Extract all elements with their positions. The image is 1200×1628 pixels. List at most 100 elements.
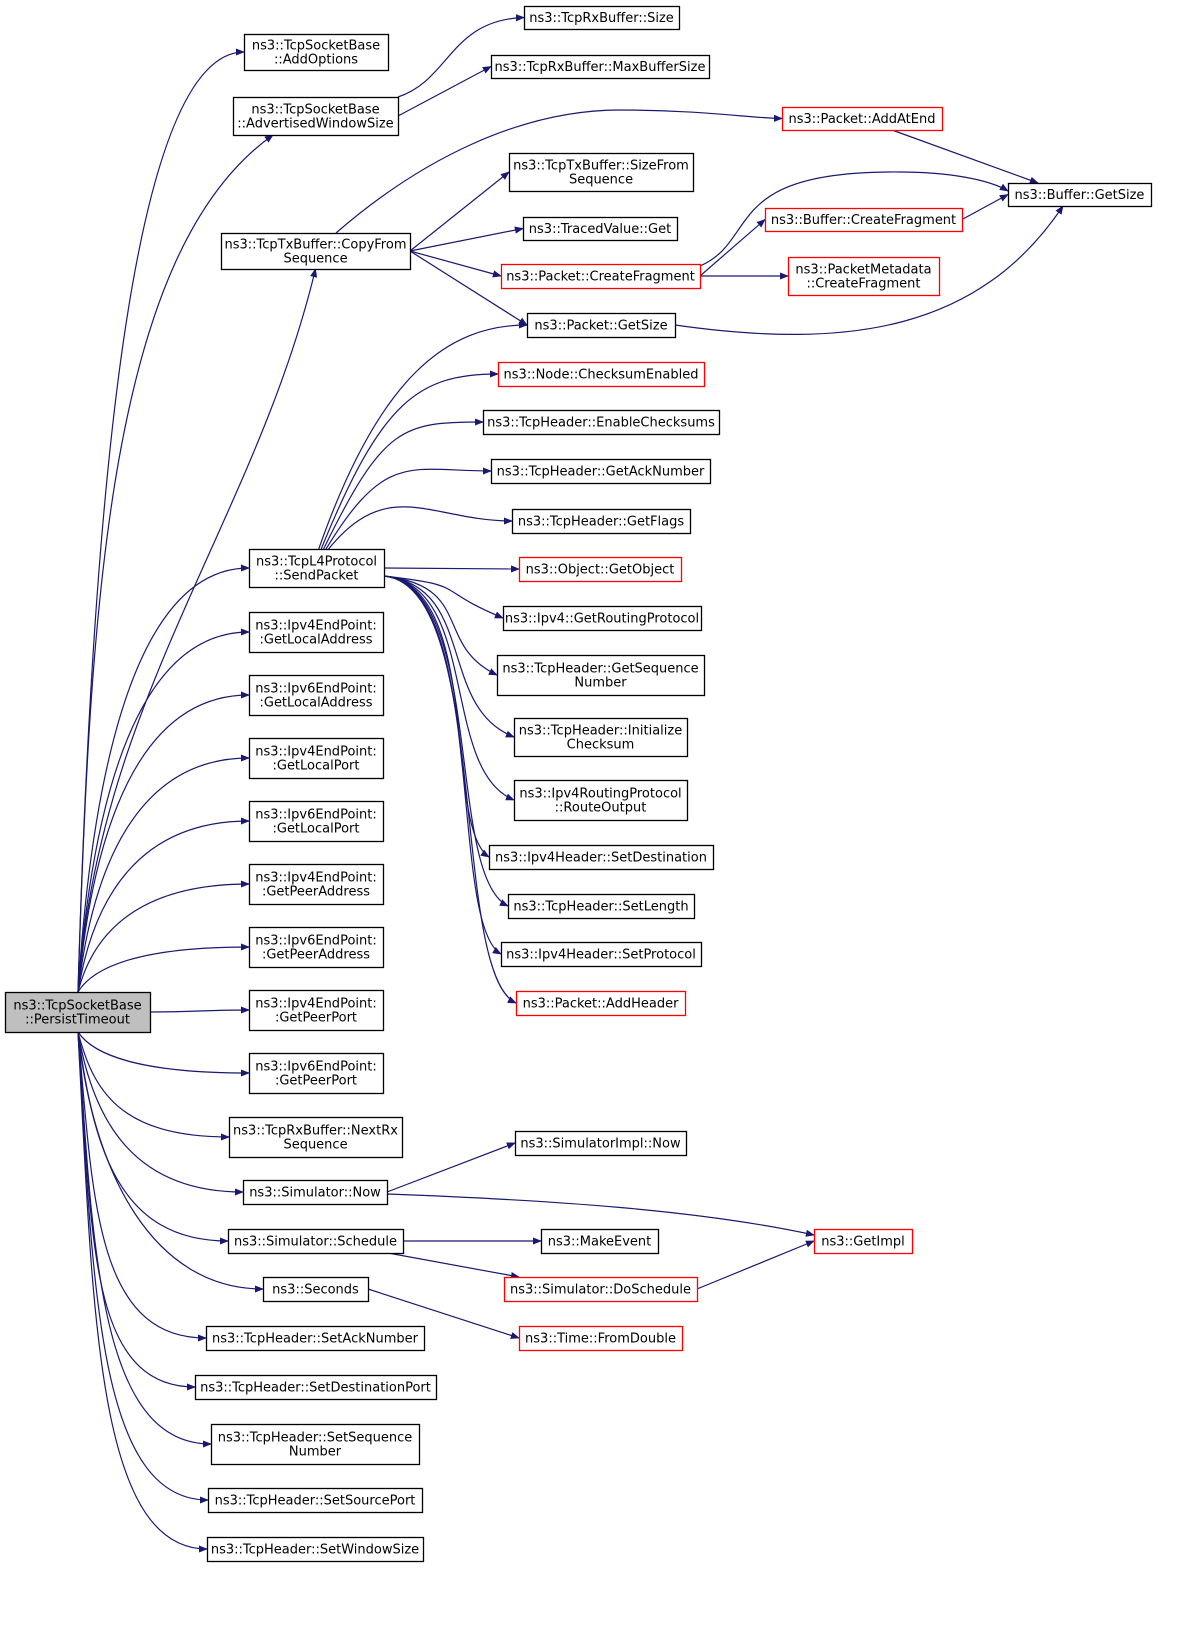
node-tcp-get-flags[interactable]: ns3::TcpHeader::GetFlags <box>511 508 692 535</box>
edge-persist_timeout-to-ipv4ep_get_local_address <box>77 628 250 993</box>
node-box <box>490 458 712 485</box>
node-box <box>490 54 711 80</box>
edge-l4_send_packet-to-ipv4_route_output <box>383 575 515 801</box>
node-ipv6ep-get-local-port[interactable]: ns3::Ipv6EndPoint::GetLocalPort <box>248 800 385 843</box>
node-label: ns3::Buffer::CreateFragment <box>771 213 956 228</box>
edge-tx_copy_from_sequence-to-packet_create_fragment <box>409 250 502 278</box>
node-label: ns3::Seconds <box>272 1283 359 1298</box>
node-ipv4ep-get-local-address[interactable]: ns3::Ipv4EndPoint::GetLocalAddress <box>248 611 385 654</box>
node-box <box>497 361 706 388</box>
node-tcp-set-source-port[interactable]: ns3::TcpHeader::SetSourcePort <box>207 1487 424 1514</box>
node-label: Number <box>289 1445 342 1460</box>
node-simulator-do-schedule[interactable]: ns3::Simulator::DoSchedule <box>503 1276 699 1303</box>
node-label: Checksum <box>567 738 635 753</box>
node-label: ns3::TcpRxBuffer::MaxBufferSize <box>495 60 706 75</box>
node-traced-value-get[interactable]: ns3::TracedValue::Get <box>522 216 679 242</box>
node-ipv4ep-get-local-port[interactable]: ns3::Ipv4EndPoint::GetLocalPort <box>248 737 385 780</box>
node-ipv6ep-get-peer-address[interactable]: ns3::Ipv6EndPoint::GetPeerAddress <box>248 926 385 969</box>
node-box <box>764 207 964 233</box>
node-ipv6ep-get-local-address[interactable]: ns3::Ipv6EndPoint::GetLocalAddress <box>248 674 385 717</box>
edge-persist_timeout-to-l4_send_packet <box>77 564 250 993</box>
node-label: ns3::Ipv4EndPoint: <box>255 745 376 760</box>
node-object-get-object[interactable]: ns3::Object::GetObject <box>518 556 683 583</box>
node-box <box>220 232 412 271</box>
node-label: ns3::Packet::GetSize <box>534 319 667 334</box>
node-label: ns3::TcpHeader::EnableChecksums <box>487 416 715 431</box>
node-label: Sequence <box>283 1138 347 1153</box>
node-ipv4ep-get-peer-address[interactable]: ns3::Ipv4EndPoint::GetPeerAddress <box>248 863 385 906</box>
node-persist-timeout[interactable]: ns3::TcpSocketBase::PersistTimeout <box>4 991 152 1034</box>
node-get-impl[interactable]: ns3::GetImpl <box>813 1228 914 1255</box>
node-label: ns3::Simulator::Now <box>249 1186 381 1201</box>
node-box <box>232 96 400 137</box>
node-label: ns3::Packet::CreateFragment <box>506 270 695 285</box>
node-packet-add-header[interactable]: ns3::Packet::AddHeader <box>515 990 687 1017</box>
node-label: ns3::PacketMetadata <box>795 263 931 278</box>
node-label: ns3::TcpSocketBase <box>13 999 141 1014</box>
node-l4-send-packet[interactable]: ns3::TcpL4Protocol::SendPacket <box>248 548 386 589</box>
node-label: ns3::Ipv4Header::SetDestination <box>495 851 707 866</box>
node-simulator-now[interactable]: ns3::Simulator::Now <box>242 1179 389 1206</box>
node-label: ::AddOptions <box>274 53 358 68</box>
node-label: ns3::TcpRxBuffer::Size <box>529 11 674 26</box>
node-tcp-set-window-size[interactable]: ns3::TcpHeader::SetWindowSize <box>206 1536 425 1563</box>
edge-persist_timeout-to-tcp_set_window_size <box>77 1031 208 1553</box>
edge-packet_add_at_end-to-buffer_get_size <box>891 129 1039 184</box>
node-tcp-set-ack-number[interactable]: ns3::TcpHeader::SetAckNumber <box>205 1325 426 1352</box>
node-add-options[interactable]: ns3::TcpSocketBase::AddOptions <box>243 33 390 72</box>
node-box <box>248 863 385 906</box>
node-packet-add-at-end[interactable]: ns3::Packet::AddAtEnd <box>781 106 944 132</box>
edge-persist_timeout-to-rx_next_rx_sequence <box>77 1031 230 1141</box>
node-box <box>205 1325 426 1352</box>
node-packet-metadata-create-fragment[interactable]: ns3::PacketMetadata::CreateFragment <box>787 256 941 297</box>
node-box <box>502 605 703 632</box>
node-ipv6ep-get-peer-port[interactable]: ns3::Ipv6EndPoint::GetPeerPort <box>248 1052 385 1095</box>
node-buffer-create-fragment[interactable]: ns3::Buffer::CreateFragment <box>764 207 964 233</box>
node-label: ns3::SimulatorImpl::Now <box>520 1137 681 1152</box>
node-tcp-get-ack-number[interactable]: ns3::TcpHeader::GetAckNumber <box>490 458 712 485</box>
node-box <box>248 548 386 589</box>
node-box <box>500 263 702 290</box>
edge-persist_timeout-to-ipv4ep_get_peer_port <box>149 1006 250 1014</box>
node-advertised-window-size[interactable]: ns3::TcpSocketBase::AdvertisedWindowSize <box>232 96 400 137</box>
node-make-event[interactable]: ns3::MakeEvent <box>540 1228 660 1255</box>
node-packet-create-fragment[interactable]: ns3::Packet::CreateFragment <box>500 263 702 290</box>
node-seconds[interactable]: ns3::Seconds <box>262 1276 370 1303</box>
edge-packet_get_size-to-buffer_get_size <box>674 205 1064 335</box>
node-tcp-enable-checksums[interactable]: ns3::TcpHeader::EnableChecksums <box>482 409 721 436</box>
node-packet-get-size[interactable]: ns3::Packet::GetSize <box>526 312 677 339</box>
node-time-from-double[interactable]: ns3::Time::FromDouble <box>518 1325 684 1352</box>
node-tcp-set-destination-port[interactable]: ns3::TcpHeader::SetDestinationPort <box>194 1374 438 1401</box>
node-simulator-schedule[interactable]: ns3::Simulator::Schedule <box>227 1228 405 1255</box>
edge-l4_send_packet-to-tcp_get_sequence_number <box>383 575 498 676</box>
node-ipv4h-set-protocol[interactable]: ns3::Ipv4Header::SetProtocol <box>500 941 703 968</box>
node-rx-max-buffer-size[interactable]: ns3::TcpRxBuffer::MaxBufferSize <box>490 54 711 80</box>
node-node-checksum-enabled[interactable]: ns3::Node::ChecksumEnabled <box>497 361 706 388</box>
node-box <box>813 1228 914 1255</box>
edge-tx_copy_from_sequence-to-traced_value_get <box>409 226 524 252</box>
node-ipv4-route-output[interactable]: ns3::Ipv4RoutingProtocol::RouteOutput <box>513 779 689 822</box>
node-label: ns3::TcpHeader::GetSequence <box>502 662 698 677</box>
node-ipv4-get-routing-protocol[interactable]: ns3::Ipv4::GetRoutingProtocol <box>502 605 703 632</box>
edge-l4_send_packet-to-ipv4_get_routing_protocol <box>383 575 504 619</box>
edge-l4_send_packet-to-ipv4h_set_protocol <box>383 575 502 955</box>
node-rx-size[interactable]: ns3::TcpRxBuffer::Size <box>523 5 681 31</box>
node-box <box>503 1276 699 1303</box>
node-ipv4h-set-destination[interactable]: ns3::Ipv4Header::SetDestination <box>488 844 715 871</box>
node-label: ns3::TcpHeader::Initialize <box>519 724 682 739</box>
node-tcp-set-length[interactable]: ns3::TcpHeader::SetLength <box>507 893 696 920</box>
node-buffer-get-size[interactable]: ns3::Buffer::GetSize <box>1007 182 1153 208</box>
node-label: ns3::MakeEvent <box>548 1235 652 1250</box>
node-ipv4ep-get-peer-port[interactable]: ns3::Ipv4EndPoint::GetPeerPort <box>248 989 385 1032</box>
node-label: Sequence <box>569 173 633 188</box>
node-simulator-impl-now[interactable]: ns3::SimulatorImpl::Now <box>514 1130 688 1157</box>
edge-persist_timeout-to-tcp_set_sequence_number <box>77 1031 212 1448</box>
node-label: ns3::Ipv6EndPoint: <box>255 1060 376 1075</box>
